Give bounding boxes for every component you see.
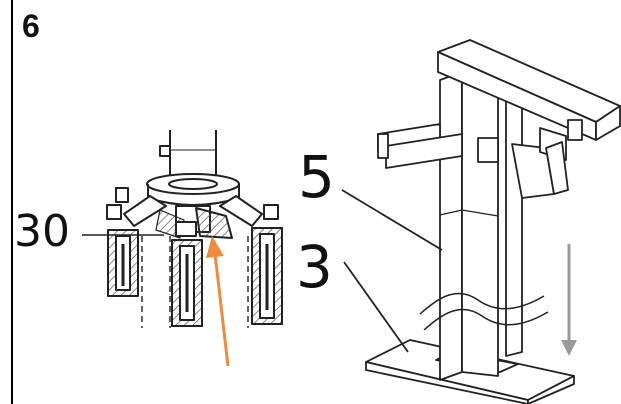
spokes [123, 195, 263, 239]
up-arrow-icon [206, 236, 230, 367]
callout-label-5: 5 [298, 143, 335, 211]
figure-frame-left-border [11, 0, 13, 404]
right-leg-section [251, 227, 283, 325]
step-number: 6 [22, 8, 40, 44]
leader-3 [343, 261, 409, 353]
rear-upright [505, 91, 523, 357]
motor-block [511, 119, 583, 199]
main-column [439, 71, 499, 381]
collar [146, 173, 240, 206]
down-arrow-icon [561, 244, 577, 356]
leader-5 [341, 189, 443, 251]
dashed-guides [141, 236, 249, 328]
side-handle [377, 123, 463, 169]
break-lines [419, 292, 549, 331]
callout-label-30: 30 [14, 206, 70, 257]
bolt-heads [106, 145, 279, 237]
top-arm [437, 39, 621, 141]
callout-label-3: 3 [296, 233, 333, 301]
machine-stand [341, 39, 621, 404]
left-leg-section [107, 229, 139, 297]
clamp-detail [82, 130, 283, 328]
middle-leg-section [171, 239, 203, 327]
